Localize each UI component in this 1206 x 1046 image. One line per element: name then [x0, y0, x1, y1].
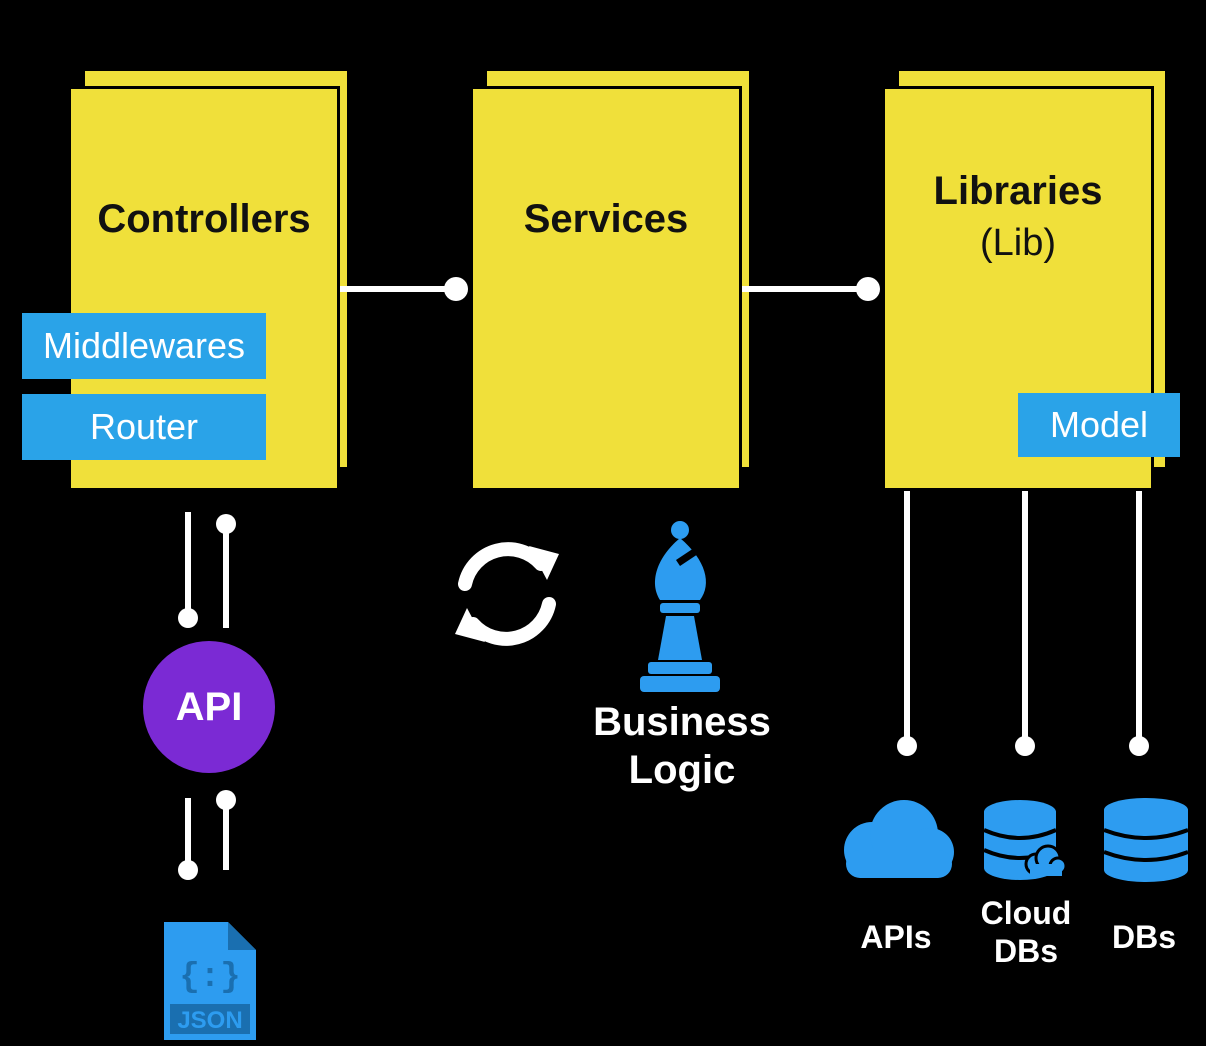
controllers-title: Controllers — [97, 197, 311, 241]
libraries-card-front: Libraries (Lib) — [882, 86, 1154, 491]
libraries-title: Libraries — [933, 169, 1103, 213]
model-tag: Model — [1018, 393, 1180, 457]
business-logic-caption: Business Logic — [582, 698, 782, 794]
api-json-connector — [178, 790, 236, 880]
business-logic-line2: Logic — [628, 748, 736, 792]
controllers-services-connector — [340, 277, 468, 301]
libraries-outputs-connector — [897, 491, 1149, 756]
database-icon — [1103, 798, 1189, 882]
api-node: API — [143, 641, 275, 773]
services-card-front: Services — [470, 86, 742, 491]
business-logic-line1: Business — [593, 700, 771, 744]
json-file-icon: {:} JSON — [164, 922, 256, 1040]
api-label: API — [175, 684, 243, 729]
chess-bishop-icon — [640, 521, 720, 692]
cloud-icon — [844, 800, 954, 878]
cloud-dbs-line1: Cloud — [980, 895, 1072, 931]
refresh-icon — [455, 542, 559, 646]
cloud-dbs-caption: Cloud DBs — [976, 894, 1076, 971]
services-libraries-connector — [742, 277, 880, 301]
json-label: JSON — [177, 1007, 242, 1034]
json-glyph: {:} — [179, 959, 240, 997]
services-title: Services — [523, 197, 689, 241]
cloud-database-icon — [983, 800, 1068, 880]
router-tag: Router — [22, 394, 266, 460]
middlewares-tag: Middlewares — [22, 313, 266, 379]
cloud-dbs-line2: DBs — [993, 933, 1058, 970]
dbs-caption: DBs — [1111, 919, 1176, 955]
apis-caption: APIs — [860, 919, 932, 955]
libraries-subtitle: (Lib) — [979, 222, 1057, 264]
controllers-api-connector — [178, 512, 236, 628]
